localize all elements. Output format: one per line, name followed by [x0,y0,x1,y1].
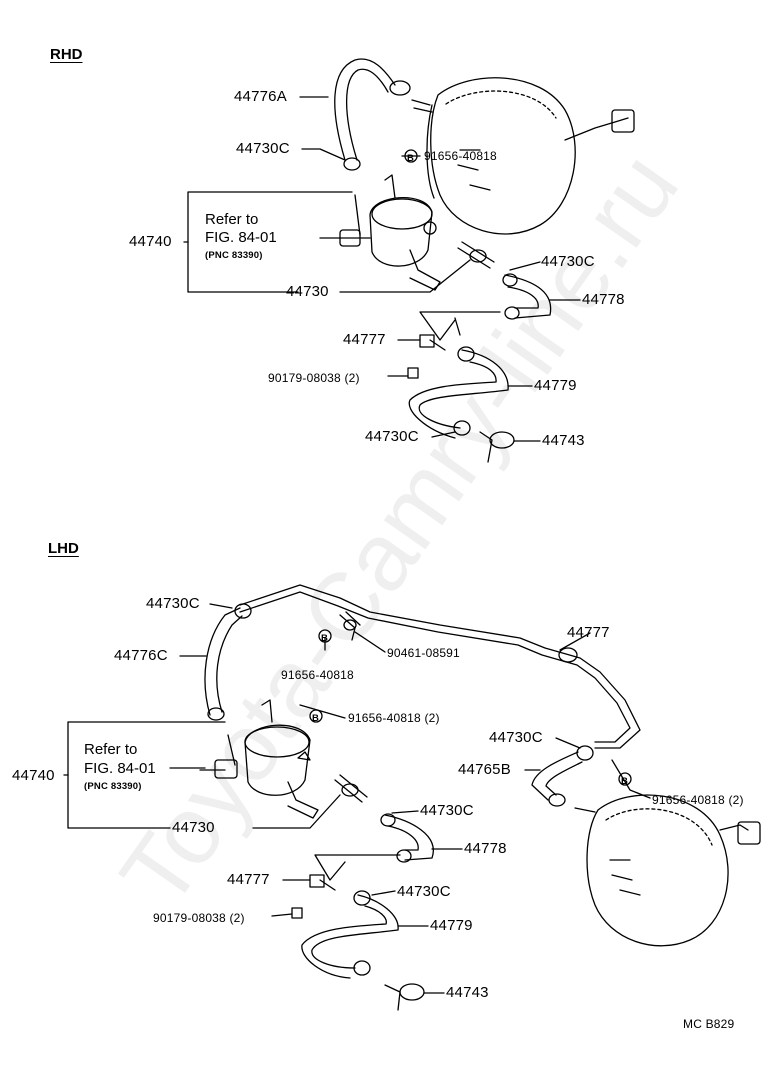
lhd-label-91656-b: 91656-40818 (2) [348,711,440,725]
lhd-label-44730C-top: 44730C [146,595,200,612]
lhd-bracket-44777 [291,854,401,919]
rhd-brake-booster [411,77,635,235]
rhd-hose-44776A [334,58,411,171]
lhd-label-44743: 44743 [446,984,489,1001]
lhd-label-44777-top: 44777 [567,624,610,641]
lhd-vacuum-pipe [239,584,641,749]
lhd-label-44730: 44730 [172,819,215,836]
lhd-label-44779: 44779 [430,917,473,934]
lhd-hose-44779 [301,890,399,979]
rhd-hose-44778 [502,273,552,320]
lhd-bolt-90461 [339,611,361,641]
lhd-label-44740: 44740 [12,767,55,784]
lhd-bolt-marker-b: B [312,713,320,724]
lhd-bolt-marker-a: B [321,633,329,644]
rhd-label-44778: 44778 [582,291,625,308]
section-title-rhd: RHD [50,46,83,63]
rhd-label-44776A: 44776A [234,88,287,105]
lhd-label-91656-a: 91656-40818 [281,668,354,682]
rhd-refer-fig: FIG. 84-01 [205,229,277,246]
lhd-leader-lines [169,603,651,994]
lhd-bolt-marker-circle-a [318,629,332,643]
rhd-label-90179: 90179-08038 (2) [268,371,360,385]
rhd-label-91656: 91656-40818 [424,149,497,163]
rhd-label-44740: 44740 [129,233,172,250]
rhd-bracket-44777 [407,311,501,379]
lhd-hose-44778 [380,813,434,863]
rhd-label-44730C-mid: 44730C [541,253,595,270]
lhd-label-91656-c: 91656-40818 (2) [652,793,744,807]
rhd-refer-text: Refer to [205,211,259,228]
lhd-label-44778: 44778 [464,840,507,857]
lhd-label-44776C: 44776C [114,647,168,664]
rhd-hose-44779 [408,346,509,439]
lhd-bolt-marker-c: B [621,776,629,787]
rhd-label-44730: 44730 [286,283,329,300]
lhd-bolt-marker-circle-c [618,772,632,786]
rhd-leader-lines [299,96,581,442]
lhd-refer-pnc: (PNC 83390) [84,781,142,792]
rhd-label-44730C-top: 44730C [236,140,290,157]
lhd-refer-text: Refer to [84,741,138,758]
lhd-label-44730C-mid: 44730C [420,802,474,819]
rhd-label-44777: 44777 [343,331,386,348]
lhd-canister-44740 [199,699,319,819]
rhd-valve-44730 [457,241,495,269]
lhd-label-44765B: 44765B [458,761,511,778]
lhd-label-44777-low: 44777 [227,871,270,888]
lhd-label-44730C-right: 44730C [489,729,543,746]
rhd-label-44779: 44779 [534,377,577,394]
section-title-lhd: LHD [48,540,79,557]
lhd-label-90461: 90461-08591 [387,646,460,660]
figure-code: MC B829 [683,1017,735,1031]
rhd-label-44743: 44743 [542,432,585,449]
lhd-brake-booster [574,794,761,947]
rhd-bolt-marker-circle [404,149,418,163]
lhd-label-90179: 90179-08038 (2) [153,911,245,925]
rhd-clamp-44743 [479,431,515,463]
lhd-valve-44730 [334,774,368,803]
lhd-hose-44765B [531,745,594,807]
lhd-bolt-marker-circle-b [309,709,323,723]
lhd-clamp-44743 [384,983,425,1011]
lhd-hose-44776C [204,603,252,721]
rhd-refer-pnc: (PNC 83390) [205,250,263,261]
rhd-canister-44740 [339,174,441,291]
lhd-label-44730C-low: 44730C [397,883,451,900]
rhd-bolt-marker: B [407,153,415,164]
lhd-refer-fig: FIG. 84-01 [84,760,156,777]
rhd-label-44730C-low: 44730C [365,428,419,445]
